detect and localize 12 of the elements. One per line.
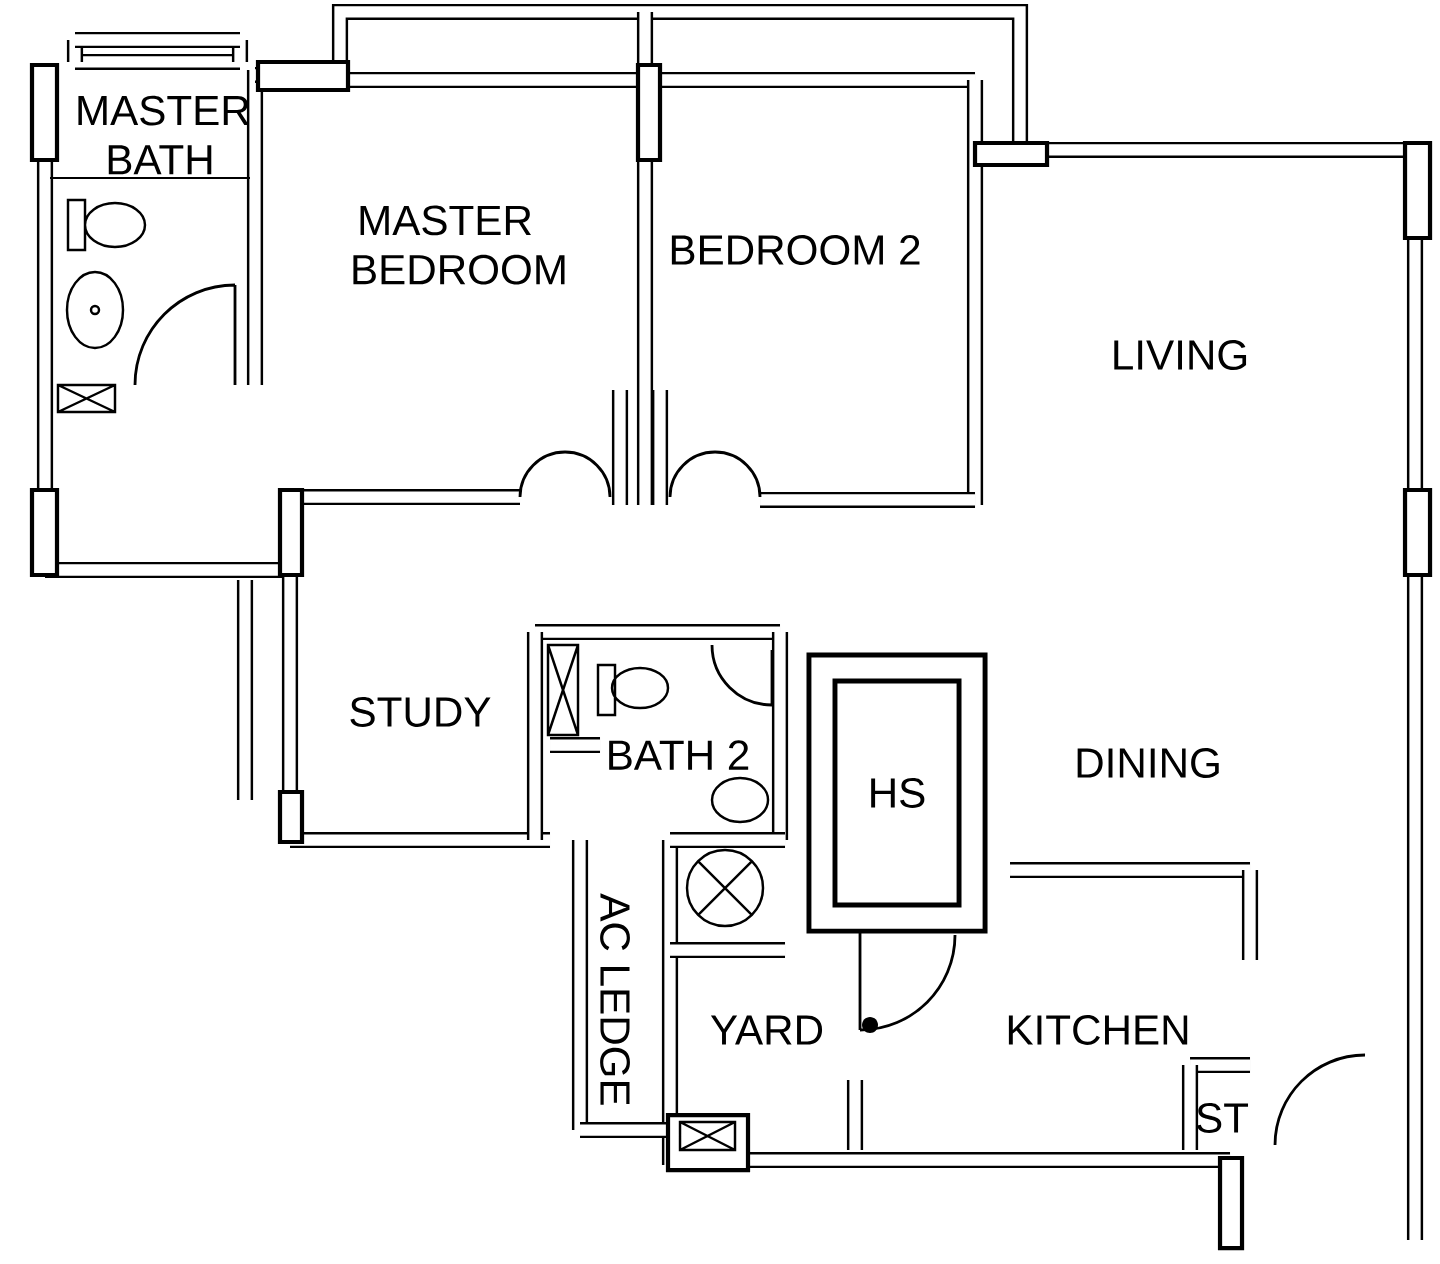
room-label: MASTER BATH — [78, 95, 249, 175]
room-label: MASTER BEDROOM — [353, 205, 565, 285]
room-label: STUDY — [350, 697, 491, 727]
room-box: HS — [806, 652, 988, 934]
room-label: LIVING — [1114, 340, 1247, 370]
room-label: DINING — [1077, 748, 1219, 778]
room-label: AC LEDGE — [600, 893, 630, 1105]
room-label: BATH 2 — [609, 740, 749, 770]
room-label: YARD — [710, 1015, 823, 1045]
room-label: BEDROOM 2 — [671, 235, 920, 265]
room-label: ST — [1197, 1103, 1249, 1133]
room-label: KITCHEN — [1008, 1015, 1188, 1045]
